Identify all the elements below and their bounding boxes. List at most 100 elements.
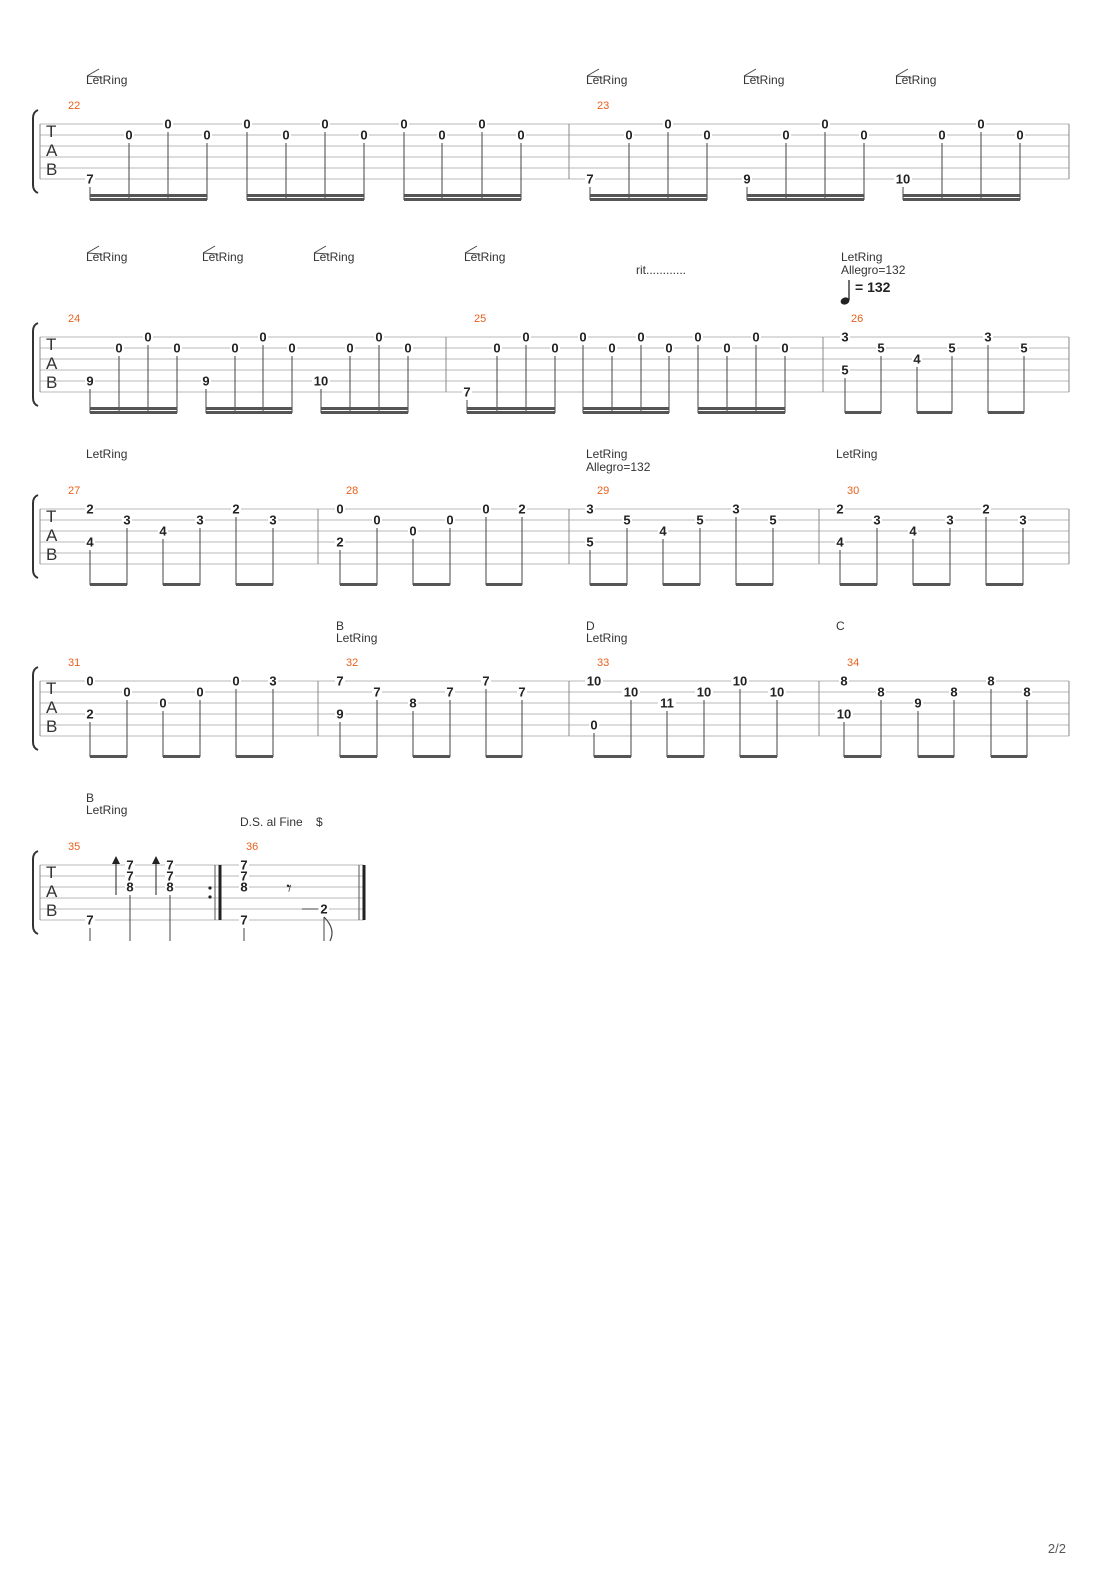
fret-backdrop [239,870,249,882]
fret-backdrop [195,686,205,698]
fret-backdrop [820,118,830,130]
fret-backdrop [408,525,418,537]
fret-backdrop [85,914,95,926]
fret-number: 2 [86,707,93,722]
fret-backdrop [372,514,382,526]
fret-number: 0 [665,341,672,356]
tab-clef-letter: A [46,882,58,901]
beam-eighth [90,583,127,586]
fret-number: 7 [446,685,453,700]
tab-clef-letter: T [46,863,56,882]
fret-number: 5 [769,513,776,528]
fret-backdrop [585,675,603,687]
fret-backdrop [335,503,345,515]
fret-number: 0 [664,117,671,132]
let-ring-tie-icon [743,75,759,78]
fret-backdrop [945,514,955,526]
fret-backdrop [835,708,853,720]
fret-number: 0 [821,117,828,132]
tab-clef-letter: B [46,373,57,392]
fret-backdrop [695,514,705,526]
fret-backdrop [239,914,249,926]
let-ring-tie-icon [895,68,909,77]
fret-number: 7 [518,685,525,700]
tab-clef-letter: B [46,160,57,179]
fret-number: 3 [984,330,991,345]
beam-eighth [736,583,773,586]
annotation-text: C [836,619,845,633]
fret-backdrop [949,686,959,698]
beam-eighth [413,755,450,758]
fret-backdrop [636,331,646,343]
system-bracket [32,850,39,935]
let-ring-tie-icon [743,68,757,77]
fret-backdrop [658,525,668,537]
fret-number: 3 [873,513,880,528]
fret-number: 9 [86,374,93,389]
fret-backdrop [158,697,168,709]
fret-backdrop [481,675,491,687]
fret-number: 0 [551,341,558,356]
fret-backdrop [165,870,175,882]
fret-backdrop [492,342,502,354]
fret-number: 0 [938,128,945,143]
annotation-text: B [336,619,344,633]
fret-backdrop [693,331,703,343]
fret-number: 5 [696,513,703,528]
fret-backdrop [585,536,595,548]
fret-backdrop [607,342,617,354]
fret-backdrop [840,364,850,376]
fret-backdrop [835,503,845,515]
fret-backdrop [372,686,382,698]
fret-number: 7 [586,172,593,187]
annotation-text: LetRing [86,447,127,461]
fret-number: 0 [608,341,615,356]
beam-primary [698,407,785,410]
fret-backdrop [622,686,640,698]
fret-number: 9 [914,696,921,711]
fret-number: 0 [123,685,130,700]
fret-backdrop [163,118,173,130]
let-ring-tie-icon [86,245,100,254]
fret-backdrop [516,129,526,141]
fret-number: 8 [1023,685,1030,700]
fret-number: 8 [840,674,847,689]
fret-number: 0 [752,330,759,345]
fret-number: 7 [86,913,93,928]
fret-backdrop [281,129,291,141]
annotation-text: LetRing [86,803,127,817]
fret-backdrop [165,881,175,893]
fret-backdrop [239,859,249,871]
fret-number: 0 [781,341,788,356]
beam-primary [583,407,669,410]
annotation-text: rit............ [636,263,686,277]
eighth-flag [323,916,333,942]
fret-backdrop [481,503,491,515]
let-ring-tie-icon [586,75,602,78]
beam-primary [206,407,292,410]
beam-eighth [986,583,1023,586]
fret-number: 9 [743,172,750,187]
fret-number: 5 [841,363,848,378]
fret-number: 0 [259,330,266,345]
fret-number: 7 [240,858,247,873]
fret-number: 4 [159,524,167,539]
beam-eighth [913,583,950,586]
measure-number: 30 [847,485,859,497]
fret-number: 9 [202,374,209,389]
measure-number: 36 [246,841,258,853]
annotation-text: LetRing [464,250,505,264]
beam-eighth [918,755,954,758]
fret-backdrop [664,342,674,354]
fret-number: 7 [463,385,470,400]
fret-backdrop [722,342,732,354]
fret-number: 0 [125,128,132,143]
fret-backdrop [578,331,588,343]
fret-number: 3 [946,513,953,528]
beam-primary [903,194,1020,197]
fret-backdrop [85,173,95,185]
fret-number: 2 [232,502,239,517]
fret-backdrop [976,118,986,130]
fret-number: 8 [126,880,133,895]
fret-backdrop [158,525,168,537]
